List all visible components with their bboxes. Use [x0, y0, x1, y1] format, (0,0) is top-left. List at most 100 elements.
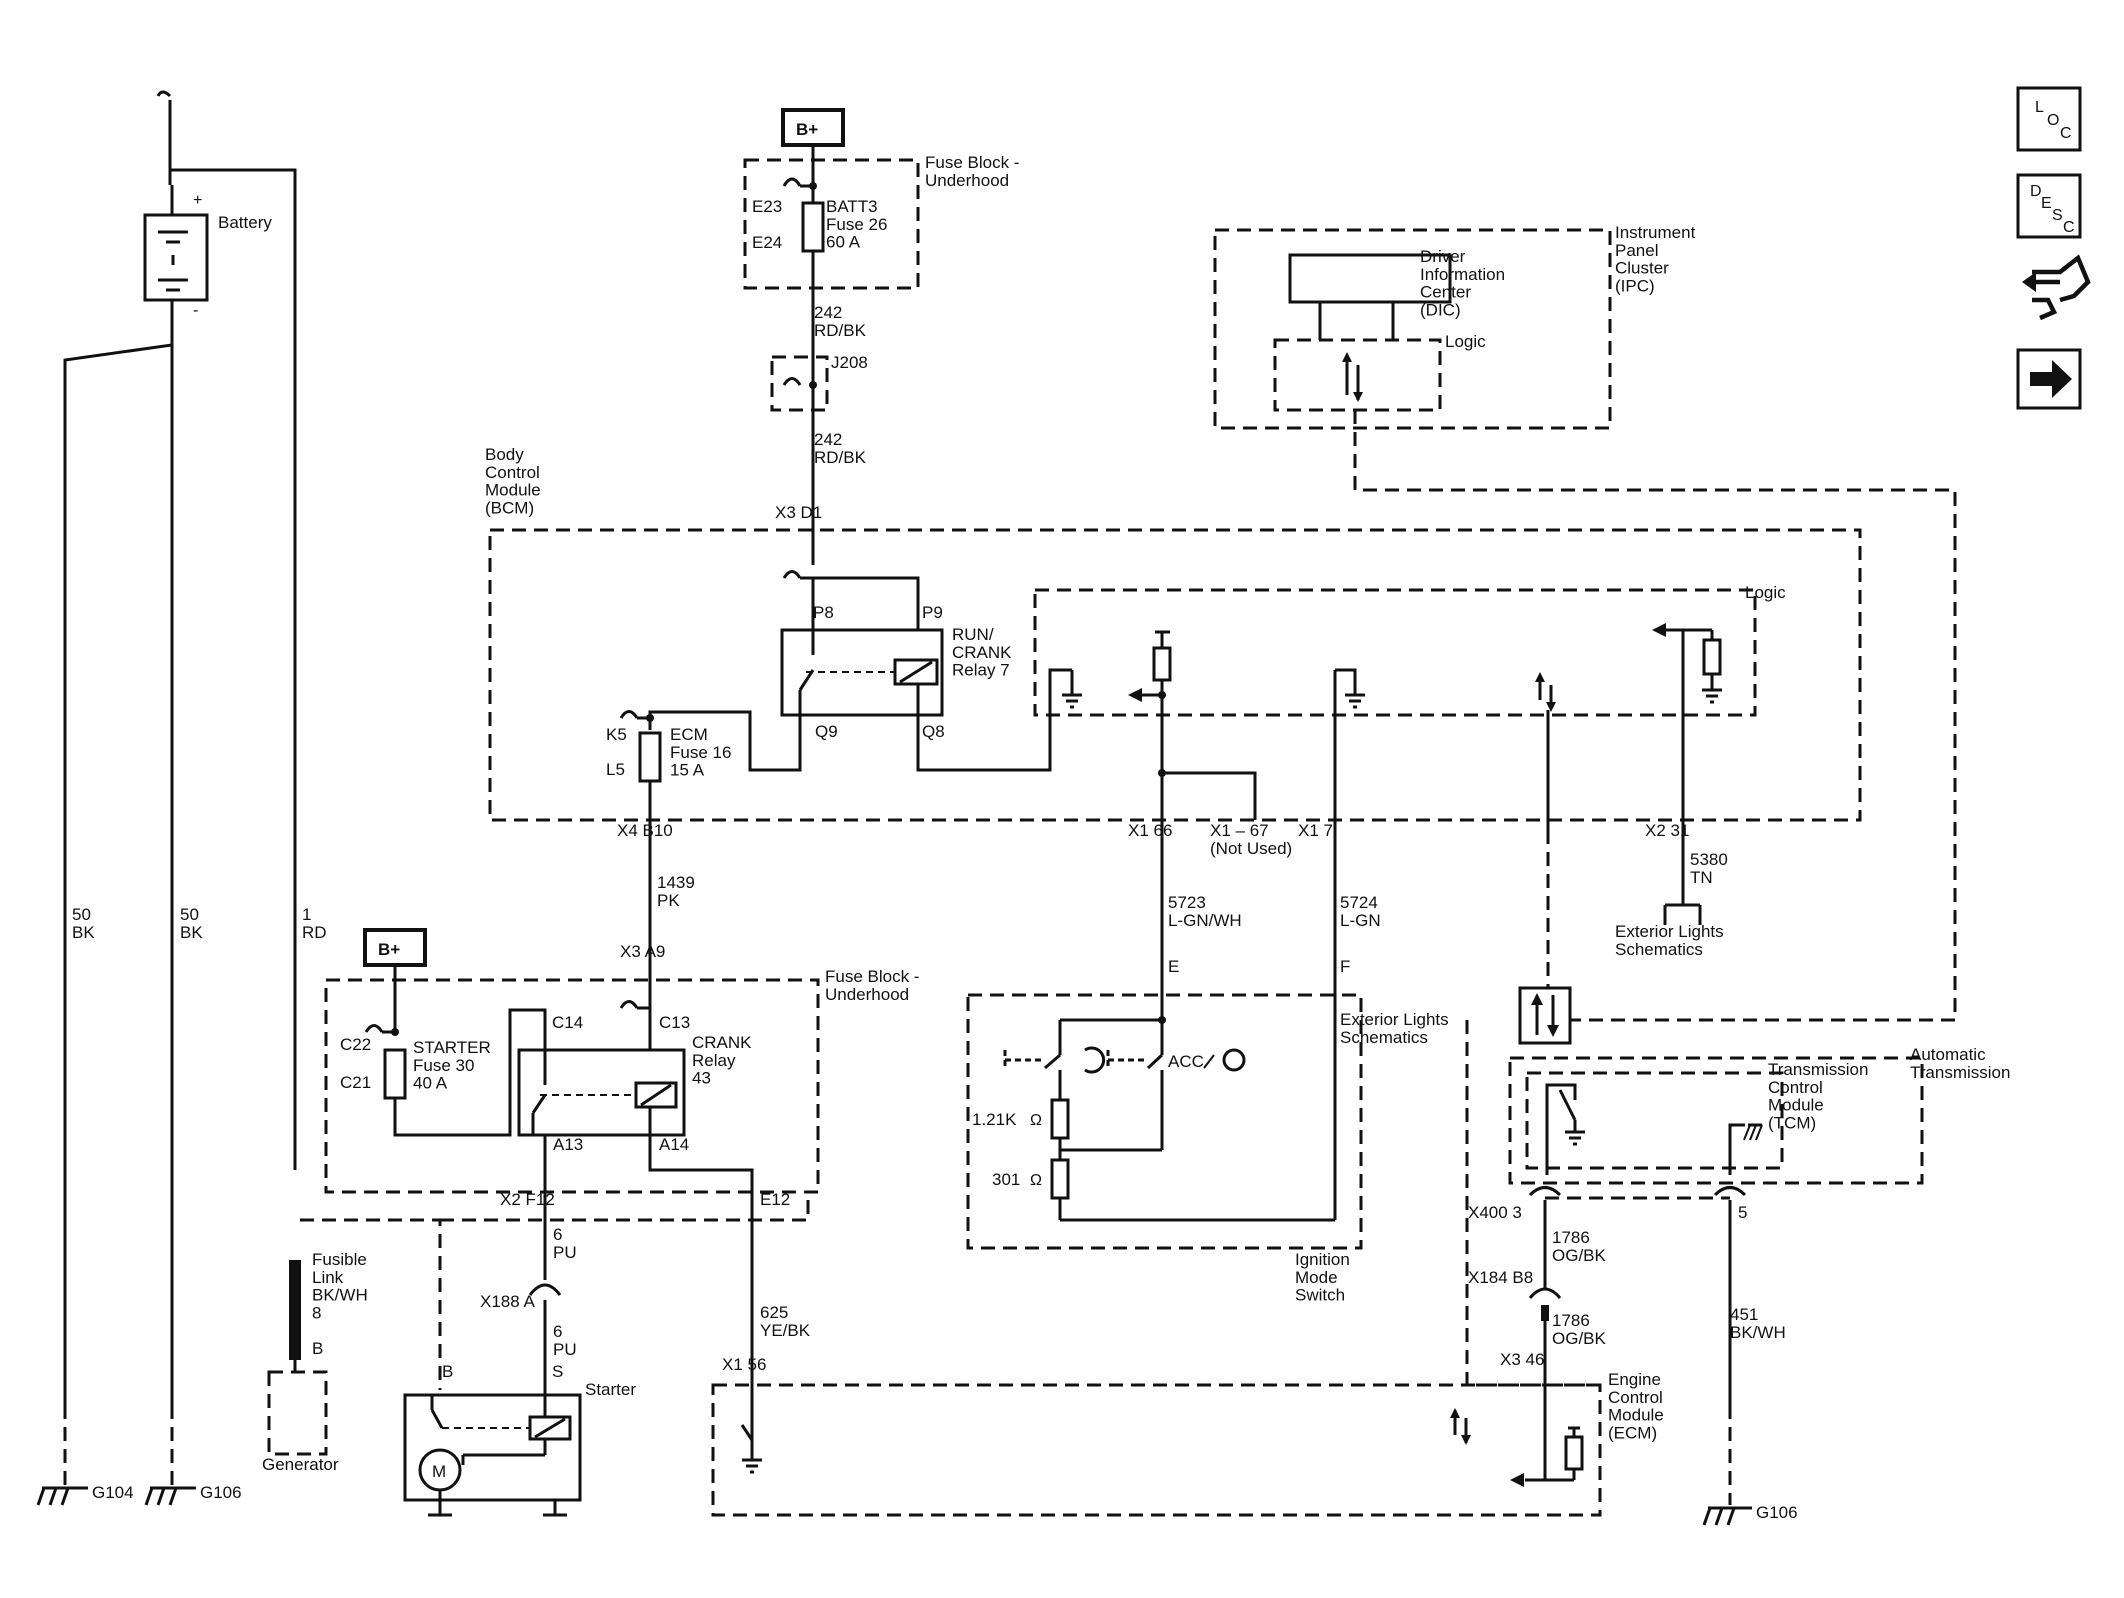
- label-x3-a9: X3 A9: [620, 942, 665, 961]
- loc-o: O: [2047, 112, 2059, 129]
- label-starter: Starter: [585, 1380, 636, 1399]
- label-l5: L5: [606, 760, 625, 779]
- label-c21: C21: [340, 1073, 371, 1092]
- label-x184-b8: X184 B8: [1468, 1268, 1533, 1287]
- label-x188-a: X188 A: [480, 1292, 535, 1311]
- label-c13: C13: [659, 1013, 690, 1032]
- label-a13: A13: [553, 1135, 583, 1154]
- acc-label: ACC: [1168, 1052, 1204, 1071]
- motor-label: M: [432, 1462, 446, 1481]
- fuse-block-underhood-top: [743, 158, 920, 290]
- fuse-block-top: B+: [743, 108, 920, 565]
- j208-splice: [770, 355, 829, 412]
- label-pin-e: E: [1168, 957, 1179, 976]
- label-e12: E12: [760, 1190, 790, 1209]
- label-a14: A14: [659, 1135, 689, 1154]
- next-arrow-button[interactable]: [2016, 348, 2082, 410]
- connector-x2-dash: [440, 1195, 810, 1222]
- label-x1-67: X1 – 67(Not Used): [1210, 821, 1292, 858]
- label-g106-left: G106: [200, 1483, 242, 1502]
- label-e24: E24: [752, 233, 782, 252]
- label-q9: Q9: [815, 722, 838, 741]
- ecm-fuse-16: [619, 710, 662, 1010]
- desc-d: D: [2030, 183, 2042, 200]
- b-plus-left: B+: [378, 940, 400, 959]
- label-logic-ipc: Logic: [1445, 332, 1486, 351]
- label-c14: C14: [552, 1013, 583, 1032]
- label-b-starter: B: [442, 1362, 453, 1381]
- label-res-301: 301: [992, 1170, 1020, 1189]
- label-g104: G104: [92, 1483, 134, 1502]
- connector-icon[interactable]: [2022, 254, 2091, 321]
- wire-1-rd: [168, 168, 297, 1170]
- run-crank-relay-7: [648, 570, 1072, 772]
- nav-sidebar: L O C D E S C: [2016, 86, 2091, 410]
- bcm-logic-symbols: [1062, 623, 1722, 1220]
- label-x1-7: X1 7: [1298, 821, 1333, 840]
- fuse-block-left: B+: [324, 928, 820, 1440]
- label-x2-31: X2 31: [1645, 821, 1689, 840]
- label-res-121k: 1.21K: [972, 1110, 1017, 1129]
- dic-display: [1288, 253, 1452, 304]
- label-x400-3: X400 3: [1468, 1203, 1522, 1222]
- ipc-box: [1213, 228, 1612, 430]
- bcm-box: [488, 528, 1862, 822]
- ground-g106-left: [144, 1486, 196, 1506]
- label-p9: P9: [922, 603, 943, 622]
- desc-s: S: [2052, 207, 2063, 224]
- desc-e: E: [2041, 195, 2052, 212]
- ignition-mode-switch: ACC: [966, 993, 1363, 1250]
- battery-label: Battery: [218, 213, 272, 232]
- battery-plus: +: [193, 192, 202, 209]
- label-b-gen: B: [312, 1339, 323, 1358]
- label-ohm-2: Ω: [1030, 1172, 1042, 1189]
- desc-c: C: [2063, 219, 2075, 236]
- loc-l: L: [2035, 99, 2044, 116]
- label-x1-66: X1 66: [1128, 821, 1172, 840]
- ipc-logic-box: [1273, 338, 1442, 412]
- ground-g104: [36, 1486, 88, 1506]
- label-fuse-block-top: Fuse Block -Underhood: [925, 153, 1019, 190]
- wire-50-bk-1: [63, 300, 174, 1405]
- label-pin-f: F: [1340, 957, 1350, 976]
- location-button[interactable]: L O C: [2016, 86, 2082, 152]
- starter-motor: M: [403, 1375, 582, 1517]
- label-x3-46: X3 46: [1500, 1350, 1544, 1369]
- fusible-link-symbol: [289, 1260, 301, 1360]
- label-s-starter: S: [552, 1362, 563, 1381]
- label-g106-right: G106: [1756, 1503, 1798, 1522]
- b-plus-top: B+: [796, 120, 818, 139]
- label-logic-bcm: Logic: [1745, 583, 1786, 602]
- description-button[interactable]: D E S C: [2016, 173, 2082, 239]
- label-x3-d1: X3 D1: [775, 503, 822, 522]
